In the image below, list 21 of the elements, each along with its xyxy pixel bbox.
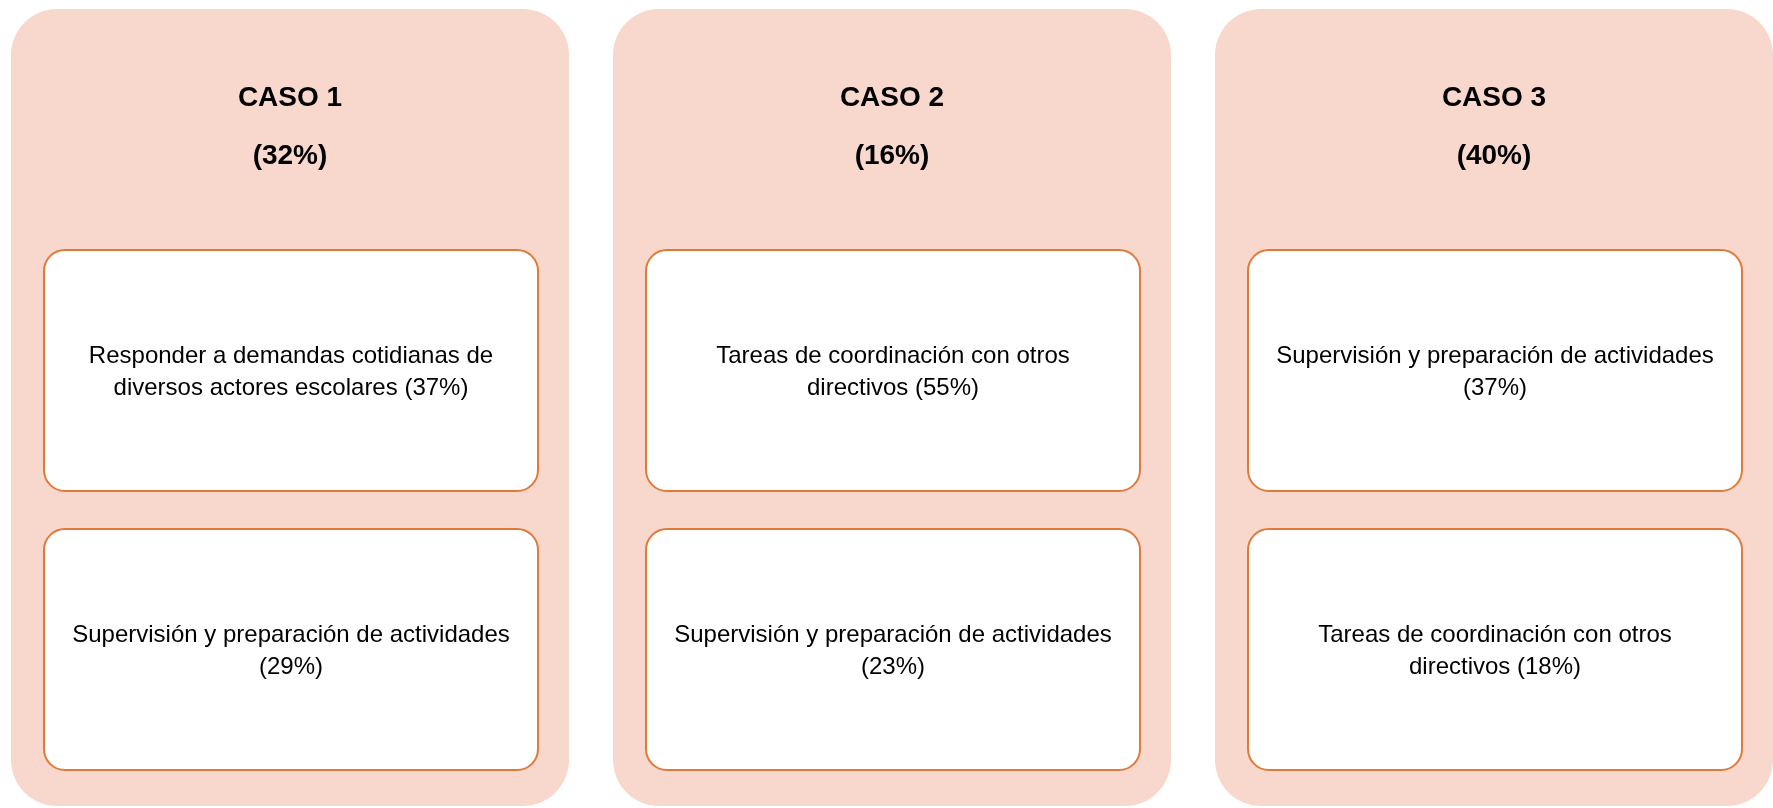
case-title: CASO 2 (838, 81, 946, 113)
activity-box (43, 249, 539, 492)
case-percentage: (40%) (1455, 139, 1533, 171)
case-panel (613, 9, 1171, 806)
activity-text: Tareas de coordinación con otros directivos (55%) (715, 340, 1071, 402)
activity-box (645, 528, 1141, 771)
case-title: CASO 1 (236, 81, 344, 113)
activity-text: Supervisión y preparación de actividades (23%) (673, 619, 1113, 681)
activity-box (645, 249, 1141, 492)
case-panel (11, 9, 569, 806)
activity-text: Supervisión y preparación de actividades (29%) (71, 619, 511, 681)
activity-box (43, 528, 539, 771)
activity-box (1247, 528, 1743, 771)
case-percentage: (32%) (251, 139, 329, 171)
activity-box (1247, 249, 1743, 492)
case-title: CASO 3 (1440, 81, 1548, 113)
case-panel (1215, 9, 1773, 806)
activity-text: Tareas de coordinación con otros directivos (18%) (1317, 619, 1673, 681)
case-percentage: (16%) (853, 139, 931, 171)
activity-text: Responder a demandas cotidianas de diversos actores escolares (37%) (87, 340, 495, 402)
activity-text: Supervisión y preparación de actividades (37%) (1275, 340, 1715, 402)
